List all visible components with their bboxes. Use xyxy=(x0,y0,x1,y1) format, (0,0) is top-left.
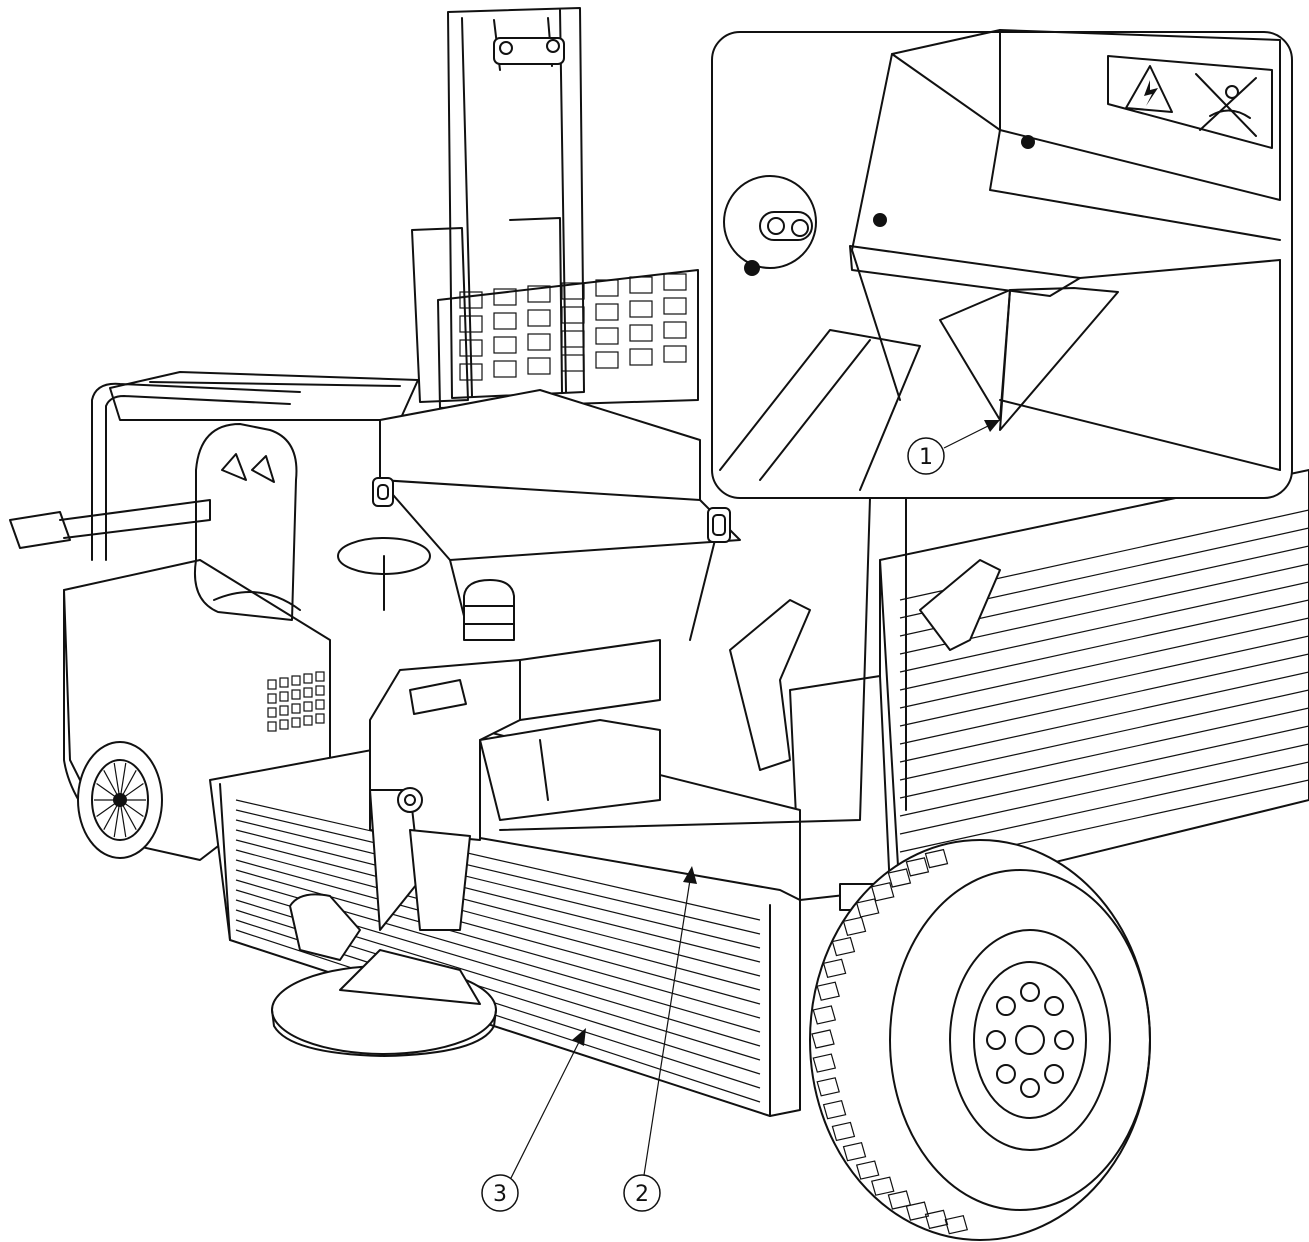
side-broom xyxy=(271,787,497,1057)
callout-2-label: 2 xyxy=(635,1182,649,1207)
lifting-mast xyxy=(411,7,585,403)
leader-lines xyxy=(505,866,697,1189)
rear-wheel xyxy=(77,741,163,859)
detail-inset xyxy=(499,29,1293,831)
callout-3-label: 3 xyxy=(493,1182,507,1207)
callout-1-label: 1 xyxy=(919,445,933,470)
control-box xyxy=(369,639,661,841)
hopper xyxy=(372,389,741,641)
operator-seat xyxy=(194,423,301,621)
beacon-light xyxy=(463,579,515,641)
overhead-guard xyxy=(91,371,419,561)
front-wheel xyxy=(809,839,1151,1241)
steering-wheel xyxy=(337,537,431,611)
no-riding-prohibition-icon xyxy=(1195,73,1257,137)
lifting-arms xyxy=(729,559,1001,771)
callout-3: 3 xyxy=(481,1174,519,1212)
callout-1: 1 xyxy=(907,437,945,475)
electric-shock-warning-icon xyxy=(1125,65,1173,113)
load-guard-grid xyxy=(437,269,699,409)
callout-2: 2 xyxy=(623,1174,661,1212)
